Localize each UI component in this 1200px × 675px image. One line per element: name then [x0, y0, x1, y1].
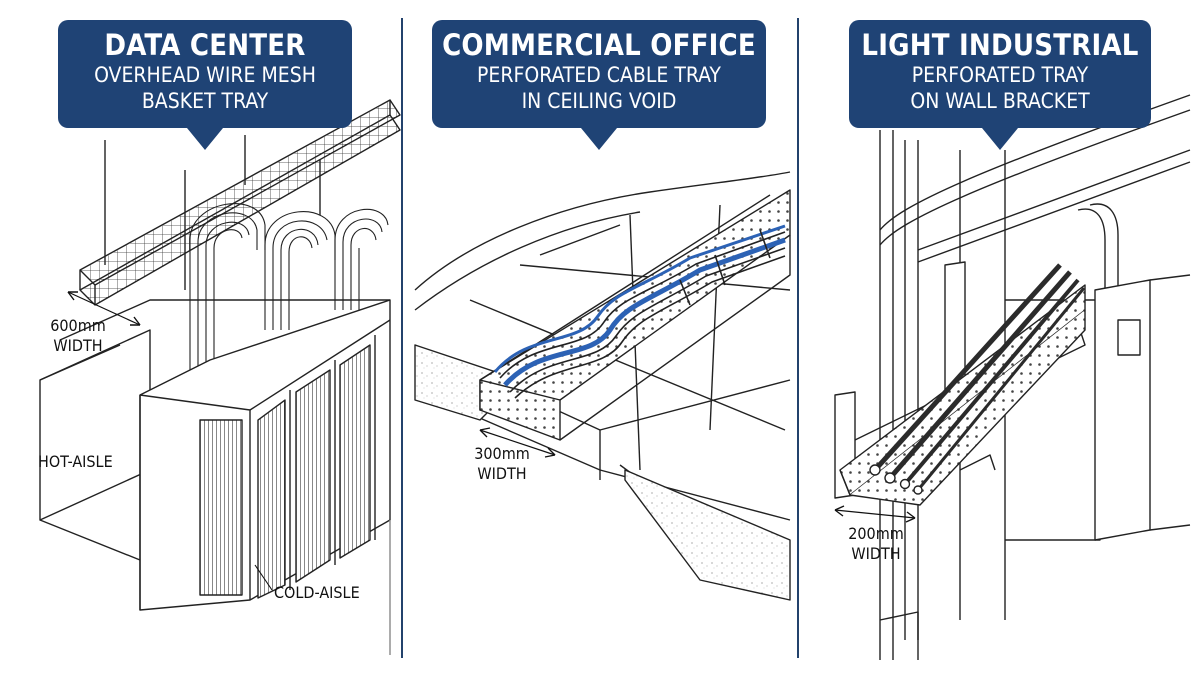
panel-subtitle-line2: ON WALL BRACKET [910, 89, 1090, 113]
width-dimension-label-600: 600mm WIDTH [46, 316, 110, 356]
width-word: WIDTH [851, 544, 901, 563]
width-word: WIDTH [477, 464, 527, 483]
width-word: WIDTH [53, 336, 103, 355]
panel-title: LIGHT INDUSTRIAL [861, 28, 1139, 62]
panel-subtitle-line1: PERFORATED CABLE TRAY [477, 63, 721, 87]
panel-subtitle-line1: PERFORATED TRAY [911, 63, 1089, 87]
panel-subtitle-line2: IN CEILING VOID [521, 89, 677, 113]
width-value: 600mm [50, 316, 106, 335]
width-value: 300mm [474, 444, 530, 463]
callout-light-industrial: LIGHT INDUSTRIAL PERFORATED TRAY ON WALL… [849, 20, 1151, 150]
panel-divider-right [797, 18, 799, 658]
callout-data-center: DATA CENTER OVERHEAD WIRE MESH BASKET TR… [58, 20, 352, 150]
cold-aisle-label: COLD-AISLE [274, 583, 360, 602]
panel-divider-left [401, 18, 403, 658]
width-value: 200mm [848, 524, 904, 543]
width-dimension-label-300: 300mm WIDTH [470, 444, 534, 484]
panel-commercial-office-drawing [414, 171, 791, 601]
panel-light-industrial-drawing [834, 94, 1191, 660]
panel-subtitle-line1: OVERHEAD WIRE MESH [94, 63, 316, 87]
panel-title: COMMERCIAL OFFICE [442, 28, 756, 62]
callout-commercial-office: COMMERCIAL OFFICE PERFORATED CABLE TRAY … [432, 20, 766, 150]
panel-data-center-drawing [39, 99, 401, 655]
panel-subtitle-line2: BASKET TRAY [141, 89, 269, 113]
hot-aisle-label: HOT-AISLE [38, 452, 113, 471]
panel-title: DATA CENTER [104, 28, 306, 62]
width-dimension-label-200: 200mm WIDTH [844, 524, 908, 564]
